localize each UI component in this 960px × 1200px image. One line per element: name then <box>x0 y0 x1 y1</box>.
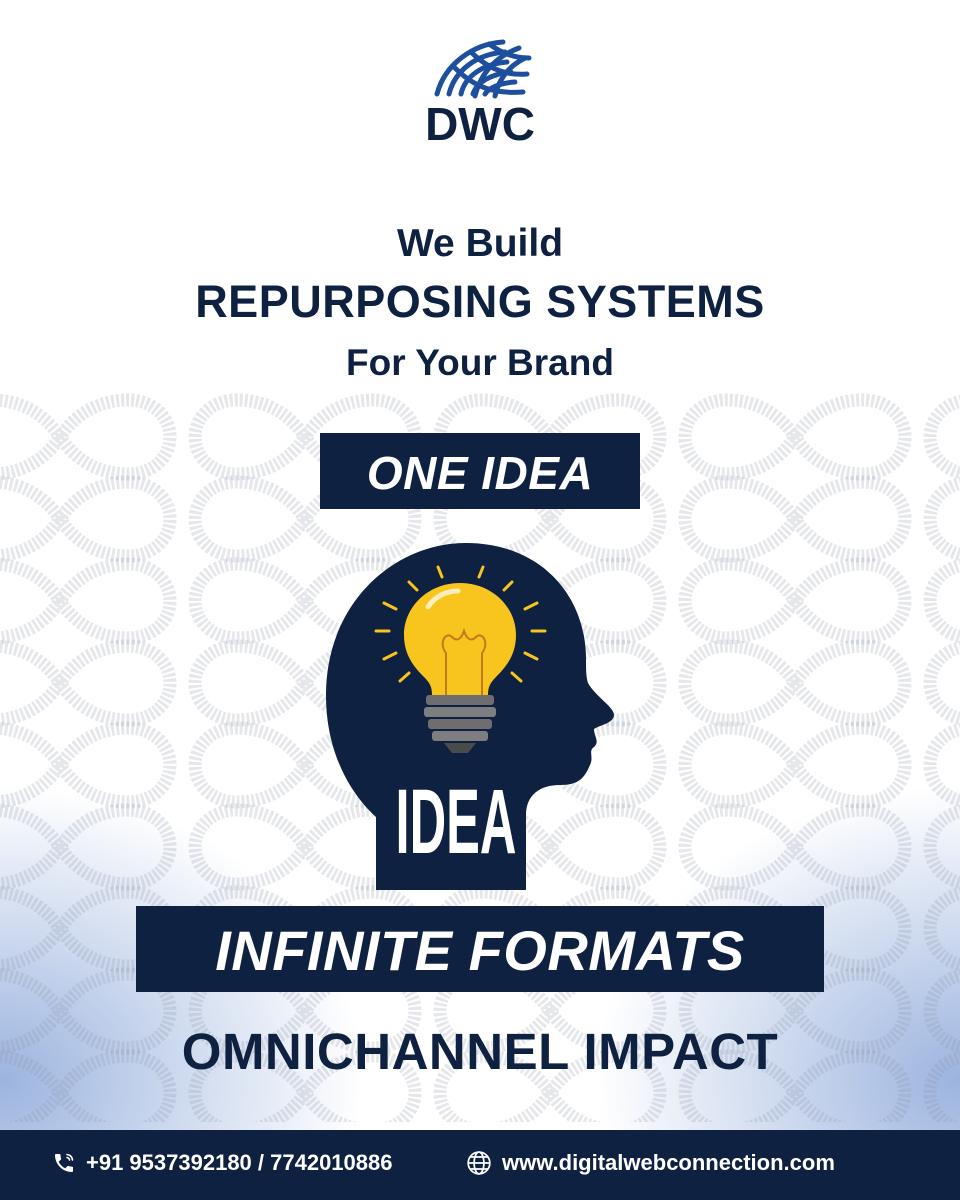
infinity-symbol <box>930 564 960 638</box>
infinity-symbol <box>685 400 905 474</box>
head-label: IDEA <box>396 770 517 873</box>
infinity-symbol <box>685 728 905 802</box>
lightbulb-in-head-icon: IDEA <box>326 543 614 890</box>
phone-icon <box>55 1153 74 1172</box>
infinity-symbol <box>0 564 170 638</box>
infinity-symbol <box>0 646 170 720</box>
logo-text: DWC <box>425 98 535 150</box>
website-link[interactable]: www.digitalwebconnection.com <box>466 1150 835 1176</box>
infinity-symbol <box>930 810 960 884</box>
infinity-symbol <box>685 564 905 638</box>
infinite-formats-banner: INFINITE FORMATS <box>136 906 824 992</box>
infinity-symbol <box>930 728 960 802</box>
infinity-symbol <box>685 482 905 556</box>
headline-line-3: For Your Brand <box>346 342 614 383</box>
dwc-logo: DWC <box>425 39 535 150</box>
phone-contact[interactable]: +91 9537392180 / 7742010886 <box>52 1150 392 1176</box>
website-url: www.digitalwebconnection.com <box>502 1150 835 1175</box>
infinity-symbol <box>930 646 960 720</box>
infinity-symbol <box>0 400 170 474</box>
phone-numbers: +91 9537392180 / 7742010886 <box>86 1150 393 1175</box>
globe-icon <box>467 1151 491 1175</box>
infinity-symbol <box>930 400 960 474</box>
infinity-symbol <box>0 728 170 802</box>
omnichannel-impact-text: OMNICHANNEL IMPACT <box>181 1023 779 1080</box>
footer-bar: +91 9537392180 / 7742010886 www.digitalw… <box>0 1130 960 1200</box>
infinity-symbol <box>930 892 960 966</box>
infinity-symbol <box>0 810 170 884</box>
light-rays <box>374 565 547 683</box>
infinity-symbol <box>930 482 960 556</box>
headline-line-2: REPURPOSING SYSTEMS <box>195 276 765 327</box>
one-idea-banner: ONE IDEA <box>320 433 640 509</box>
infinity-symbol <box>685 810 905 884</box>
infinity-symbol <box>685 646 905 720</box>
headline-line-1: We Build <box>396 222 564 265</box>
infinity-symbol <box>0 482 170 556</box>
